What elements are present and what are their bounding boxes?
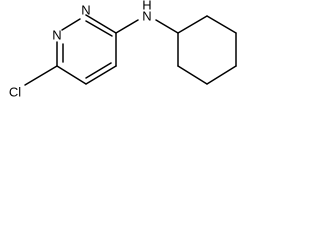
bond-cy5 xyxy=(177,65,208,85)
bond-c5-c6 xyxy=(56,65,87,85)
bond-c4-c5-double xyxy=(85,62,112,79)
chemical-structure-diagram: N N Cl H N xyxy=(9,0,237,99)
pyridazine-ring xyxy=(56,14,117,85)
atom-label-n-ring-top: N xyxy=(81,2,90,17)
bond-cy1 xyxy=(177,15,208,34)
bond-cy4 xyxy=(206,65,237,85)
atom-label-n-ring-left: N xyxy=(52,27,61,42)
atom-label-nh-h: H xyxy=(142,0,151,12)
bond-n2-c3 xyxy=(85,14,117,34)
atom-label-cl: Cl xyxy=(9,84,21,99)
bond-c3-nh xyxy=(115,19,139,34)
bond-n1-n2 xyxy=(61,18,81,31)
bond-n2-c3-double xyxy=(85,20,113,37)
bond-nh-ch xyxy=(155,19,179,34)
bond-c4-c5 xyxy=(85,65,117,85)
bond-c6-cl xyxy=(24,65,58,86)
bond-cy2 xyxy=(206,15,237,34)
cyclohexane-ring xyxy=(177,15,237,85)
atom-label-nh-n: N xyxy=(142,8,151,23)
